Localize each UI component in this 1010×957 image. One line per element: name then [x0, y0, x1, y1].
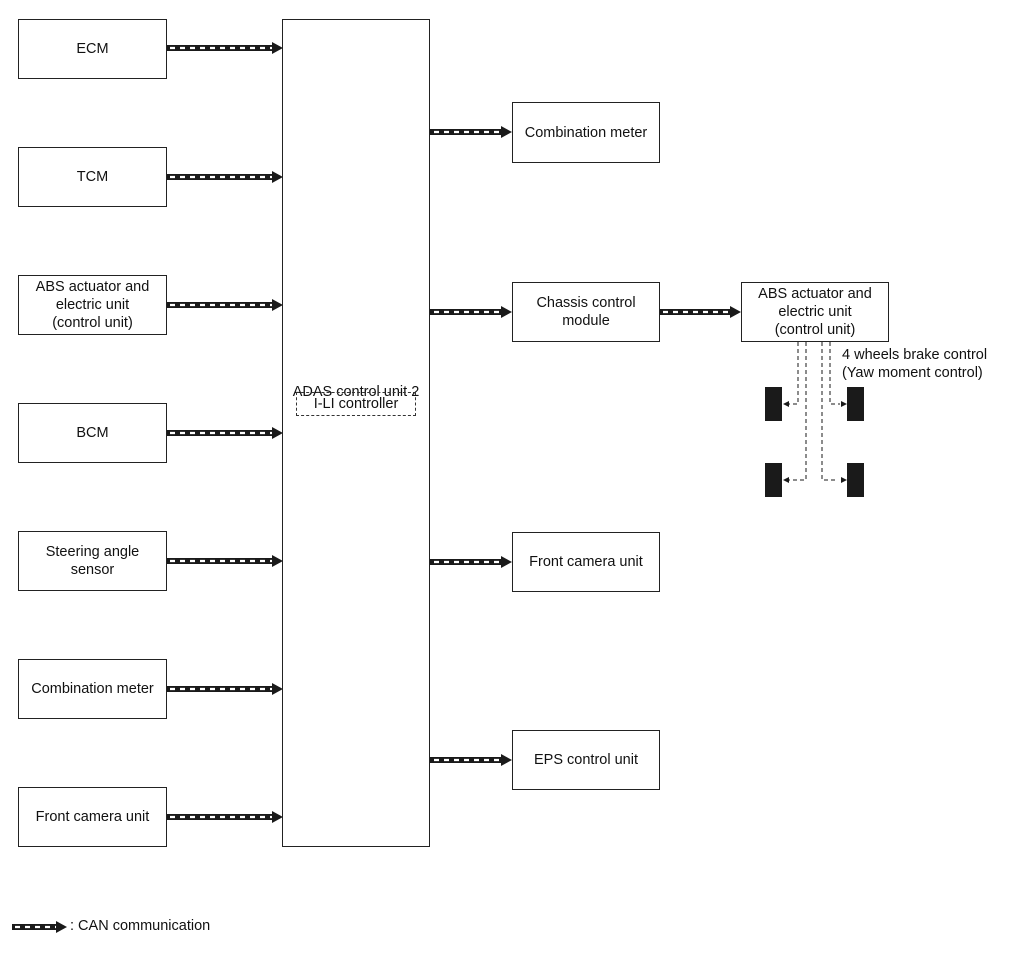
adas-control-unit-box: ADAS control unit 2 I-LI controller — [282, 19, 430, 847]
can-arrow-combination-meter-in — [166, 683, 283, 695]
brake-control-lines — [784, 342, 840, 481]
abs-input-label: ABS actuator and electric unit (control … — [35, 279, 150, 331]
brake-arrowheads — [783, 401, 847, 483]
abs-actuator-output-box: ABS actuator and electric unit (control … — [741, 282, 889, 342]
abs-input-box: ABS actuator and electric unit (control … — [18, 275, 167, 335]
can-arrow-abs — [166, 299, 283, 311]
can-arrow-front-camera-in — [166, 811, 283, 823]
front-camera-output-label: Front camera unit — [529, 554, 643, 570]
can-arrow-combination-meter-out — [430, 126, 512, 138]
steering-angle-sensor-box: Steering angle sensor — [18, 531, 167, 591]
front-camera-output-box: Front camera unit — [512, 532, 660, 592]
ecm-label: ECM — [76, 41, 109, 57]
wheel-front-right — [847, 387, 864, 421]
front-camera-input-label: Front camera unit — [35, 809, 150, 825]
bcm-box: BCM — [18, 403, 167, 463]
wheel-rear-right — [847, 463, 864, 497]
front-camera-input-box: Front camera unit — [18, 787, 167, 847]
tcm-box: TCM — [18, 147, 167, 207]
ili-controller-box: I-LI controller — [296, 392, 416, 416]
can-arrow-front-camera-out — [430, 556, 512, 568]
can-arrow-chassis — [430, 306, 512, 318]
combination-meter-input-box: Combination meter — [18, 659, 167, 719]
legend-label: : CAN communication — [70, 918, 211, 934]
ecm-box: ECM — [18, 19, 167, 79]
combination-meter-output-box: Combination meter — [512, 102, 660, 163]
eps-control-unit-label: EPS control unit — [534, 752, 638, 768]
combination-meter-input-label: Combination meter — [31, 681, 154, 697]
combination-meter-output-label: Combination meter — [524, 124, 648, 141]
can-arrow-tcm — [166, 171, 283, 183]
brake-control-note: 4 wheels brake control (Yaw moment contr… — [842, 347, 988, 381]
eps-control-unit-box: EPS control unit — [512, 730, 660, 790]
wheel-rear-left — [765, 463, 782, 497]
legend-can-arrow — [12, 921, 67, 933]
steering-angle-sensor-label: Steering angle sensor — [45, 544, 140, 578]
abs-actuator-output-label: ABS actuator and electric unit (control … — [758, 286, 872, 338]
wheel-front-left — [765, 387, 782, 421]
chassis-control-module-label: Chassis control module — [536, 295, 636, 329]
can-arrow-eps — [430, 754, 512, 766]
chassis-control-module-box: Chassis control module — [512, 282, 660, 342]
tcm-label: TCM — [76, 169, 109, 185]
can-arrow-bcm — [166, 427, 283, 439]
can-arrow-chassis-to-abs — [659, 306, 741, 318]
can-arrow-ecm — [166, 42, 283, 54]
bcm-label: BCM — [76, 425, 109, 441]
can-arrow-steering — [166, 555, 283, 567]
